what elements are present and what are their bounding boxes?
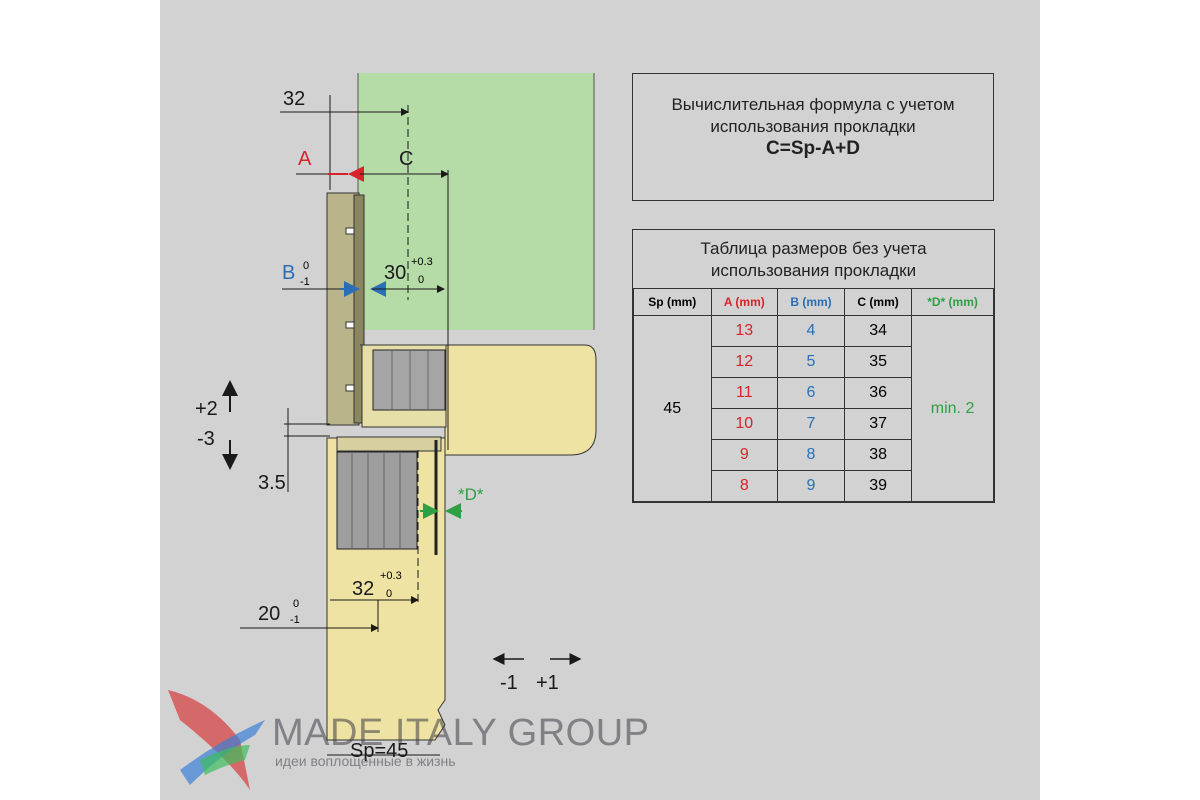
tol-32-bottom: 0: [386, 588, 393, 600]
formula-text: C=Sp-A+D: [766, 138, 860, 159]
cell-d: min. 2: [911, 315, 994, 502]
caption-line1: Таблица размеров без учета: [700, 239, 927, 258]
cell-c: 37: [844, 408, 913, 440]
cell-sp: 45: [633, 315, 712, 502]
tol-30-bottom: 0: [418, 274, 425, 286]
adj-plus2: +2: [195, 398, 218, 420]
label-c: C: [399, 148, 414, 170]
table-caption: Таблица размеров без учета использования…: [633, 230, 994, 288]
tol-32-top: +0.3: [380, 570, 402, 582]
header-c: C (mm): [844, 288, 913, 316]
table-row: 8 9 39: [634, 470, 994, 502]
cell-b: 4: [776, 315, 846, 347]
header-sp: Sp (mm): [633, 288, 712, 316]
adj-minus1: -1: [500, 672, 518, 694]
dim-32-bottom: 32: [352, 578, 375, 600]
cell-b: 7: [776, 408, 846, 440]
cabinet-panel: [358, 73, 594, 330]
door-upper: [360, 344, 597, 456]
b-tol-bottom: -1: [300, 276, 310, 288]
cell-a: 8: [710, 470, 778, 502]
cell-c: 38: [844, 439, 913, 471]
adj-minus3: -3: [197, 428, 215, 450]
cell-c: 34: [844, 315, 913, 347]
formula-box: Вычислительная формула с учетом использо…: [632, 73, 994, 201]
cell-c: 39: [844, 470, 913, 502]
table-row: 11 6 36: [634, 377, 994, 409]
size-table: Таблица размеров без учета использования…: [632, 229, 995, 503]
b-tol-top: 0: [303, 260, 310, 272]
cell-b: 9: [776, 470, 846, 502]
size-grid: Sp (mm) A (mm) B (mm) C (mm) *D* (mm) 45…: [633, 288, 994, 502]
tol-30-top: +0.3: [411, 256, 433, 268]
header-b: B (mm): [776, 288, 846, 316]
label-b: B: [282, 262, 296, 284]
cell-b: 8: [776, 439, 846, 471]
dim-30: 30: [384, 262, 407, 284]
tol-20-bottom: -1: [290, 614, 300, 626]
table-row: 10 7 37: [634, 408, 994, 440]
cell-a: 10: [710, 408, 778, 440]
sp-label: Sp=45: [350, 740, 409, 762]
label-d: *D*: [458, 485, 484, 504]
watermark-tagline: идеи воплощенные в жизнь: [275, 753, 456, 769]
table-row: 45 13 4 34 min. 2: [633, 315, 994, 502]
dim-32-top: 32: [283, 88, 306, 110]
dim-20: 20: [258, 603, 281, 625]
watermark-brand: MADE ITALY GROUP: [272, 712, 650, 754]
header-a: A (mm): [710, 288, 778, 316]
formula-line1: Вычислительная формула с учетом: [671, 95, 955, 114]
cell-a: 12: [710, 346, 778, 378]
cell-c: 36: [844, 377, 913, 409]
cell-b: 5: [776, 346, 846, 378]
caption-line2: использования прокладки: [710, 261, 917, 280]
header-d: *D* (mm): [911, 288, 994, 316]
label-a: A: [298, 148, 312, 170]
cell-a: 13: [710, 315, 778, 347]
tol-20-top: 0: [293, 598, 300, 610]
cell-c: 35: [844, 346, 913, 378]
adj-plus1: +1: [536, 672, 559, 694]
cell-b: 6: [776, 377, 846, 409]
dim-3-5: 3.5: [258, 472, 286, 494]
logo-mark: [168, 690, 250, 790]
cell-a: 11: [710, 377, 778, 409]
table-row: 9 8 38: [634, 439, 994, 471]
cell-a: 9: [710, 439, 778, 471]
formula-line2: использования прокладки: [710, 117, 916, 136]
